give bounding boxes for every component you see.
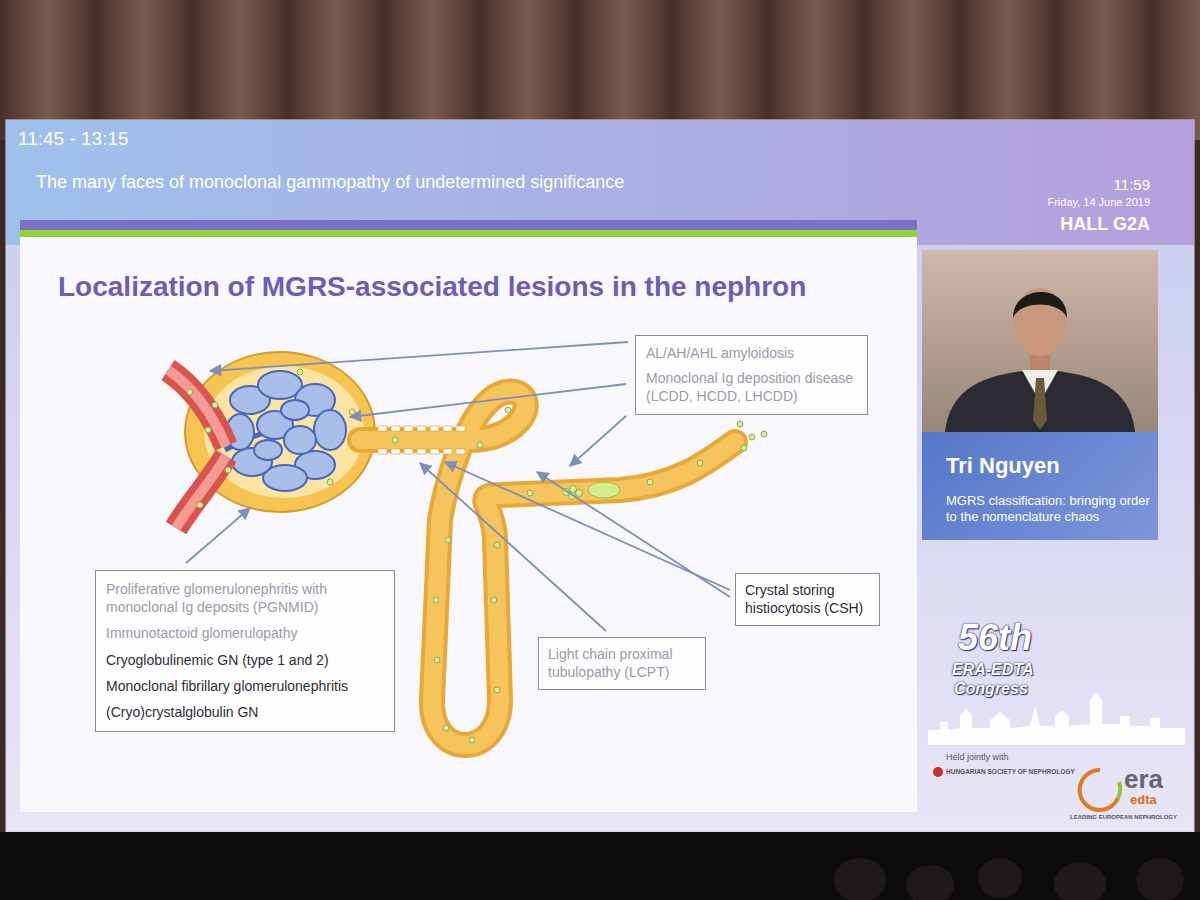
era-logo-ring	[1080, 770, 1118, 810]
slide-stripe	[20, 220, 917, 230]
date: Friday, 14 June 2019	[1047, 196, 1150, 209]
lesion-name: Cryoglobulinemic GN (type 1 and 2)	[106, 651, 384, 669]
speaker-name: Tri Nguyen	[946, 452, 1150, 481]
lesion-name: Immunotactoid glomerulopathy	[106, 624, 384, 642]
congress-name: Congress	[954, 679, 1028, 698]
clock: 11:59	[1114, 176, 1150, 194]
lesion-box: Light chain proximal tubulopathy (LCPT)	[538, 637, 706, 690]
society-logo	[933, 767, 943, 777]
speaker-panel: Tri NguyenMGRS classification: bringing …	[922, 432, 1158, 540]
screen	[6, 120, 1194, 832]
congress-number: 56th	[958, 616, 1032, 659]
congress-name: ERA-EDTA	[952, 660, 1033, 679]
lesion-name: Monoclonal Ig deposition disease (LCDD, …	[646, 369, 857, 405]
lesion-name: AL/AH/AHL amyloidosis	[646, 344, 857, 362]
lesion-name: Crystal storing histiocytosis (CSH)	[745, 581, 870, 617]
logo-text: era	[1124, 764, 1163, 795]
hall-name: HALL G2A	[1060, 214, 1150, 236]
header-band	[6, 120, 1194, 245]
era-logo-ring	[1118, 782, 1120, 798]
lesion-name: Proliferative glomerulonephritis with mo…	[106, 580, 384, 616]
slide-stripe	[20, 230, 917, 237]
logo-tagline: LEADING EUROPEAN NEPHROLOGY	[1070, 814, 1177, 821]
slide-panel	[20, 220, 917, 812]
speaker-video	[922, 250, 1158, 432]
curtain	[0, 0, 1200, 140]
talk-title: MGRS classification: bringing order to t…	[946, 493, 1150, 527]
session-title: The many faces of monoclonal gammopathy …	[36, 172, 624, 194]
slide-title: Localization of MGRS-associated lesions …	[58, 270, 806, 304]
lesion-box: Proliferative glomerulonephritis with mo…	[95, 570, 395, 732]
lesion-box: Crystal storing histiocytosis (CSH)	[735, 573, 880, 626]
session-time: 11:45 - 13:15	[18, 128, 129, 151]
lesion-box: AL/AH/AHL amyloidosisMonoclonal Ig depos…	[635, 335, 868, 415]
audience-heads	[834, 858, 1184, 900]
note: Held jointly with	[946, 752, 1009, 763]
city-skyline	[928, 692, 1185, 745]
lesion-name: Monoclonal fibrillary glomerulonephritis	[106, 677, 384, 695]
audience	[0, 832, 1200, 900]
lesion-name: (Cryo)crystalglobulin GN	[106, 703, 384, 721]
logo-text: edta	[1130, 792, 1157, 808]
society-name: HUNGARIAN SOCIETY OF NEPHROLOGY	[946, 768, 1075, 776]
lesion-name: Light chain proximal tubulopathy (LCPT)	[548, 645, 696, 681]
